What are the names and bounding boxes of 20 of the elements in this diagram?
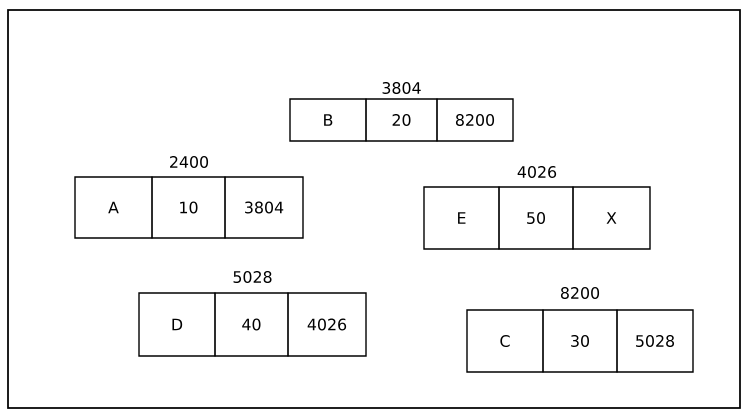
table-cell: 4026 — [287, 292, 367, 357]
table-cell: 30 — [542, 309, 618, 373]
address-label: 2400 — [170, 156, 208, 168]
table-cell: 10 — [151, 176, 226, 239]
table-cell: A — [74, 176, 153, 239]
table-cell: 20 — [365, 98, 438, 142]
address-label: 3804 — [382, 82, 421, 94]
table-cell: 5028 — [616, 309, 694, 373]
table-cell: D — [138, 292, 216, 357]
table-cell: 40 — [214, 292, 289, 357]
table-cell: 3804 — [224, 176, 304, 239]
table-cell: B — [289, 98, 367, 142]
table-cell: X — [572, 186, 651, 250]
table-cell: C — [466, 309, 544, 373]
table-cell: 8200 — [436, 98, 514, 142]
address-label: 5028 — [234, 271, 272, 283]
table-cell: E — [423, 186, 500, 250]
address-label: 8200 — [560, 287, 600, 299]
table-cell: 50 — [498, 186, 574, 250]
address-label: 4026 — [518, 166, 556, 178]
